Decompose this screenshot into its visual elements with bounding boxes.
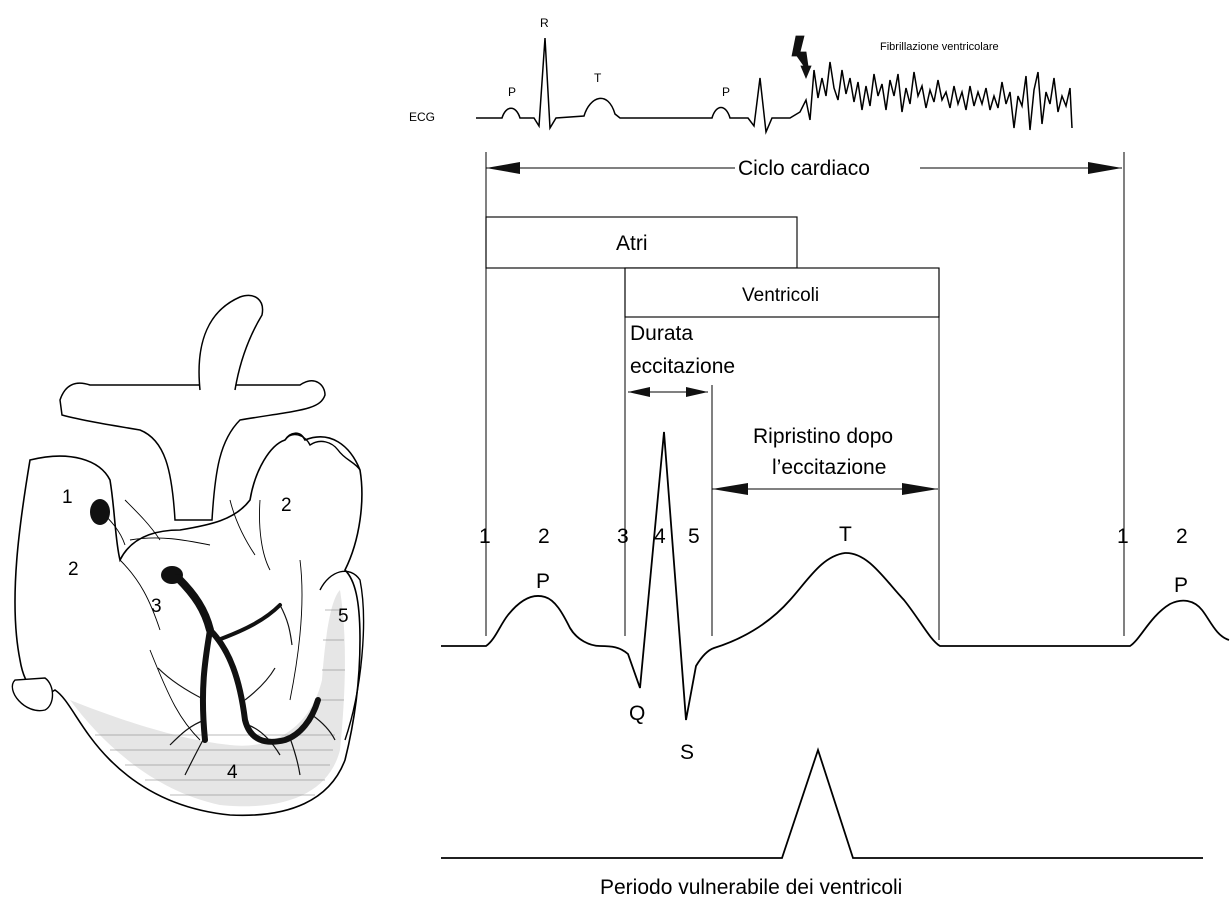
excitation-arrow-left-icon [628,387,650,397]
wave-p2-label: P [1174,574,1188,597]
atria-label: Atri [616,232,648,255]
heart-number-5: 5 [338,606,349,627]
ecg-r-label: R [540,16,549,30]
ecg-strip: ECG R P T P Fibrillazione ventricolare [409,16,1072,132]
wave-t-label: T [839,523,852,546]
marker-2: 2 [538,525,550,548]
lightning-icon [792,36,811,78]
recovery-label-line1: Ripristino dopo [753,425,893,448]
marker-3: 3 [617,525,629,548]
heart-number-1: 1 [62,487,73,508]
vulnerable-trace [441,750,1203,858]
heart-illustration: 1 2 2 3 4 5 [12,296,363,816]
ecg-p1-label: P [508,85,516,99]
recovery-period: Ripristino dopo l’eccitazione [712,425,938,495]
wave-s-label: S [680,741,694,764]
recovery-arrow-right-icon [902,483,938,495]
vulnerable-period: Periodo vulnerabile dei ventricoli [441,750,1203,899]
marker-4: 4 [654,525,666,548]
fibrillation-label: Fibrillazione ventricolare [880,41,999,53]
vulnerable-label: Periodo vulnerabile dei ventricoli [600,876,902,899]
ecg-label: ECG [409,110,435,124]
heart-number-2-left: 2 [68,559,79,580]
marker-5: 5 [688,525,700,548]
excitation-arrow-right-icon [686,387,708,397]
marker-2-next: 2 [1176,525,1188,548]
heart-number-2-right: 2 [281,495,292,516]
recovery-arrow-left-icon [712,483,748,495]
phase-boxes: Atri Ventricoli [486,217,939,317]
arrow-left-icon [486,162,520,174]
marker-1-next: 1 [1117,525,1129,548]
right-atrium-vessel [12,678,52,711]
excitation-label-line1: Durata [630,322,693,345]
excitation-duration: Durata eccitazione [628,322,735,397]
main-ecg: 1 2 3 4 5 1 2 P Q S T P [441,432,1229,764]
sinoatrial-node [90,499,110,525]
wave-p1-label: P [536,570,550,593]
arrow-right-icon [1088,162,1122,174]
cycle-label: Ciclo cardiaco [738,157,870,180]
excitation-label-line2: eccitazione [630,355,735,378]
ecg-t-label: T [594,71,602,85]
cardiac-cycle-arrow: Ciclo cardiaco [486,157,1122,180]
marker-1: 1 [479,525,491,548]
pulmonary-trunk [199,296,262,390]
heart-number-4: 4 [227,762,238,783]
wave-q-label: Q [629,702,645,725]
ecg-p2-label: P [722,85,730,99]
ventricles-label: Ventricoli [742,285,819,306]
heart-number-3: 3 [151,596,162,617]
recovery-label-line2: l’eccitazione [772,456,886,479]
